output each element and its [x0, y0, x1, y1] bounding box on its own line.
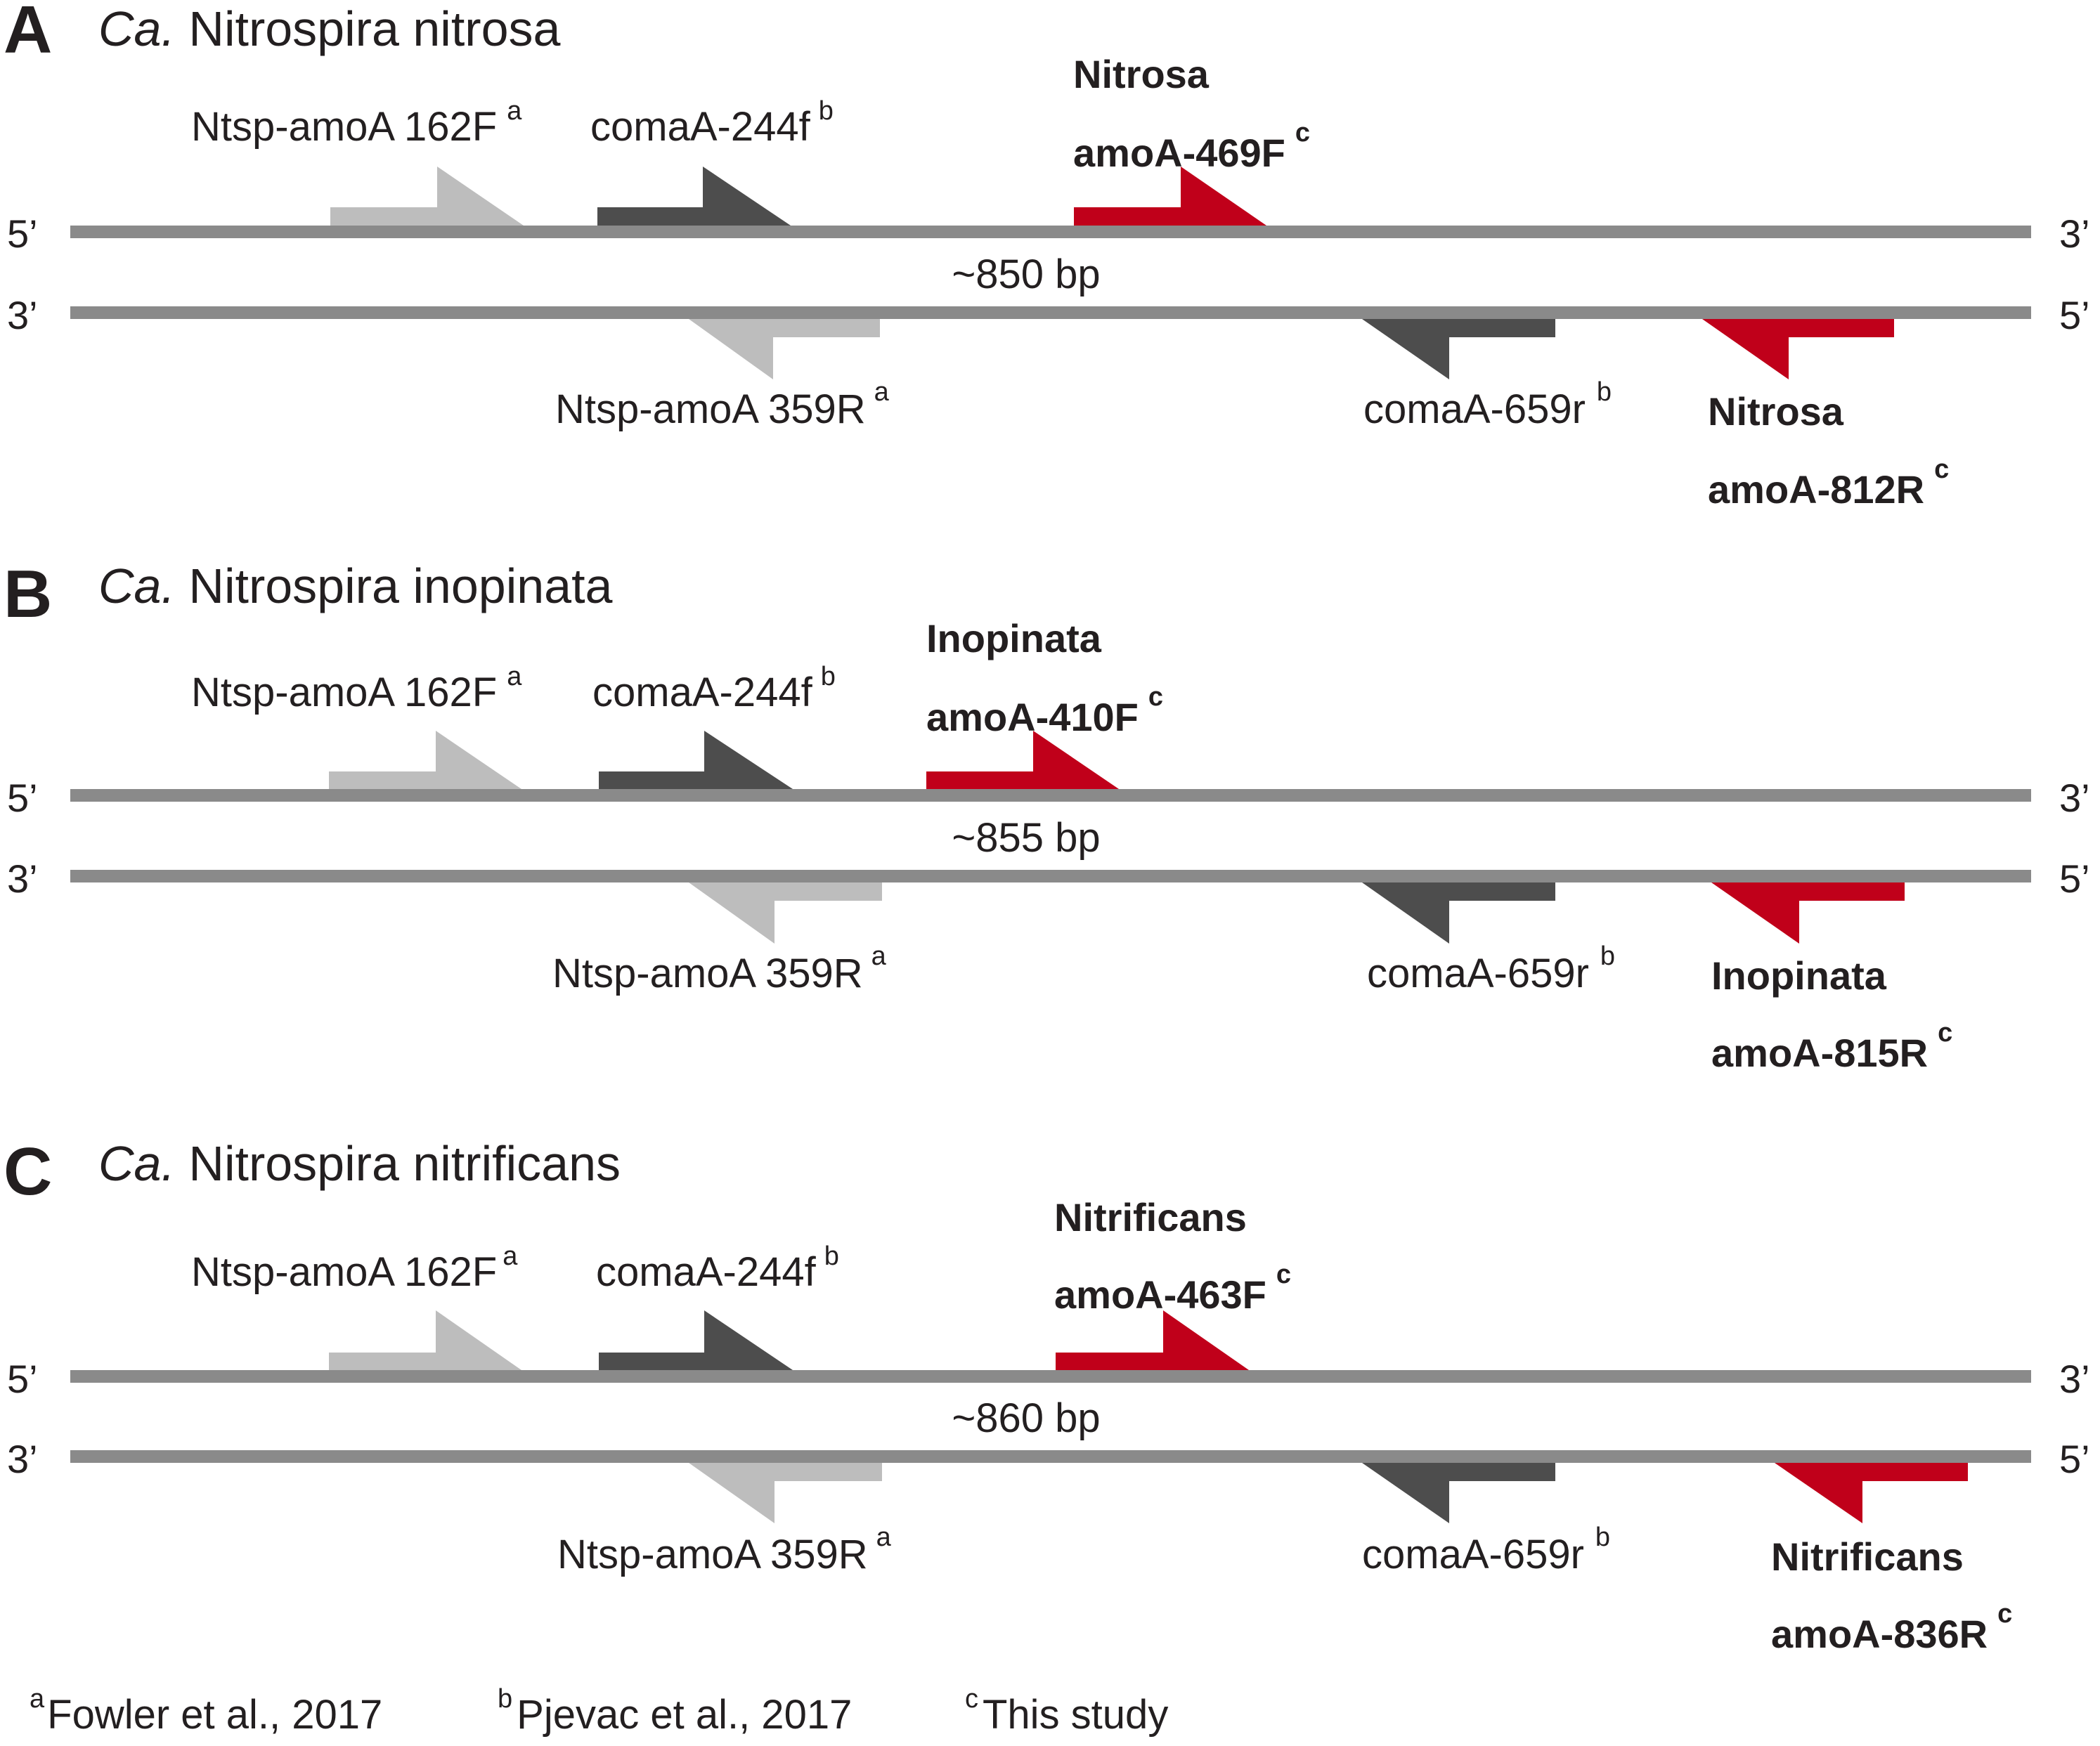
amplicon-size-label: ~850 bp [952, 252, 1100, 297]
primer-specific-f-arrow [1074, 167, 1266, 226]
primer-specific-r-arrow [1775, 1463, 1968, 1523]
amplicon-size-label: ~860 bp [952, 1395, 1100, 1441]
primer-specific-r-name: Nitrosa [1708, 389, 1844, 434]
strand-5prime-label: 5’ [7, 776, 38, 820]
primer-ntsp-359r-arrow [689, 319, 880, 379]
primer-specific-f-arrow [926, 731, 1119, 789]
primer-specific-f-arrow [1056, 1310, 1249, 1370]
panel-title: Ca. Nitrospira nitrosa [98, 1, 561, 56]
primer-comaa-659r-arrow [1362, 1463, 1555, 1523]
primer-specific-r-arrow [1702, 319, 1894, 379]
footnote-fowler: aFowler et al., 2017 [30, 1684, 382, 1738]
primer-comaa-244f-arrow [597, 167, 791, 226]
strand-5prime-label: 5’ [2059, 293, 2090, 337]
panel-letter: A [4, 0, 52, 67]
primer-comaa-244f-arrow [599, 731, 793, 789]
forward-strand [70, 789, 2031, 802]
panel-c: C Ca. Nitrospira nitrificans 5’ 3’ ~860 … [4, 1134, 2090, 1656]
panel-title: Ca. Nitrospira inopinata [98, 559, 613, 613]
reverse-strand [70, 306, 2031, 319]
reverse-strand [70, 870, 2031, 882]
strand-3prime-label: 3’ [2059, 1357, 2090, 1401]
panel-a: A Ca. Nitrospira nitrosa 5’ 3’ ~850 bp 3… [4, 0, 2090, 512]
strand-5prime-label: 5’ [7, 211, 38, 256]
strand-5prime-label: 5’ [7, 1357, 38, 1401]
primer-specific-r-name: Inopinata [1711, 953, 1887, 998]
forward-strand [70, 226, 2031, 238]
primer-specific-r-name: Nitrificans [1771, 1535, 1964, 1579]
strand-5prime-label: 5’ [2059, 1437, 2090, 1481]
strand-3prime-label: 3’ [2059, 211, 2090, 256]
panel-letter: C [4, 1134, 52, 1209]
reverse-strand [70, 1450, 2031, 1463]
strand-3prime-label: 3’ [2059, 776, 2090, 820]
amplicon-size-label: ~855 bp [952, 815, 1100, 861]
strand-3prime-label: 3’ [7, 856, 38, 901]
panel-title: Ca. Nitrospira nitrificans [98, 1136, 621, 1191]
forward-strand [70, 1370, 2031, 1383]
primer-comaa-659r-arrow [1362, 319, 1555, 379]
primer-ntsp-359r-arrow [689, 882, 882, 944]
strand-3prime-label: 3’ [7, 1437, 38, 1481]
panel-b: B Ca. Nitrospira inopinata 5’ 3’ ~855 bp… [4, 556, 2090, 1075]
primer-ntsp-359r-arrow [689, 1463, 882, 1523]
primer-specific-f-name: Nitrosa [1073, 52, 1210, 96]
primer-specific-f-name: Inopinata [926, 616, 1102, 660]
primer-specific-r-arrow [1711, 882, 1905, 944]
strand-3prime-label: 3’ [7, 293, 38, 337]
primer-comaa-244f-arrow [599, 1310, 793, 1370]
primer-comaa-659r-arrow [1362, 882, 1555, 944]
strand-5prime-label: 5’ [2059, 856, 2090, 901]
primer-ntsp-162f-arrow [330, 167, 524, 226]
panel-letter: B [4, 556, 52, 632]
primer-ntsp-162f-arrow [329, 1310, 521, 1370]
primer-specific-f-name: Nitrificans [1054, 1195, 1247, 1239]
primer-ntsp-162f-arrow [329, 731, 521, 789]
